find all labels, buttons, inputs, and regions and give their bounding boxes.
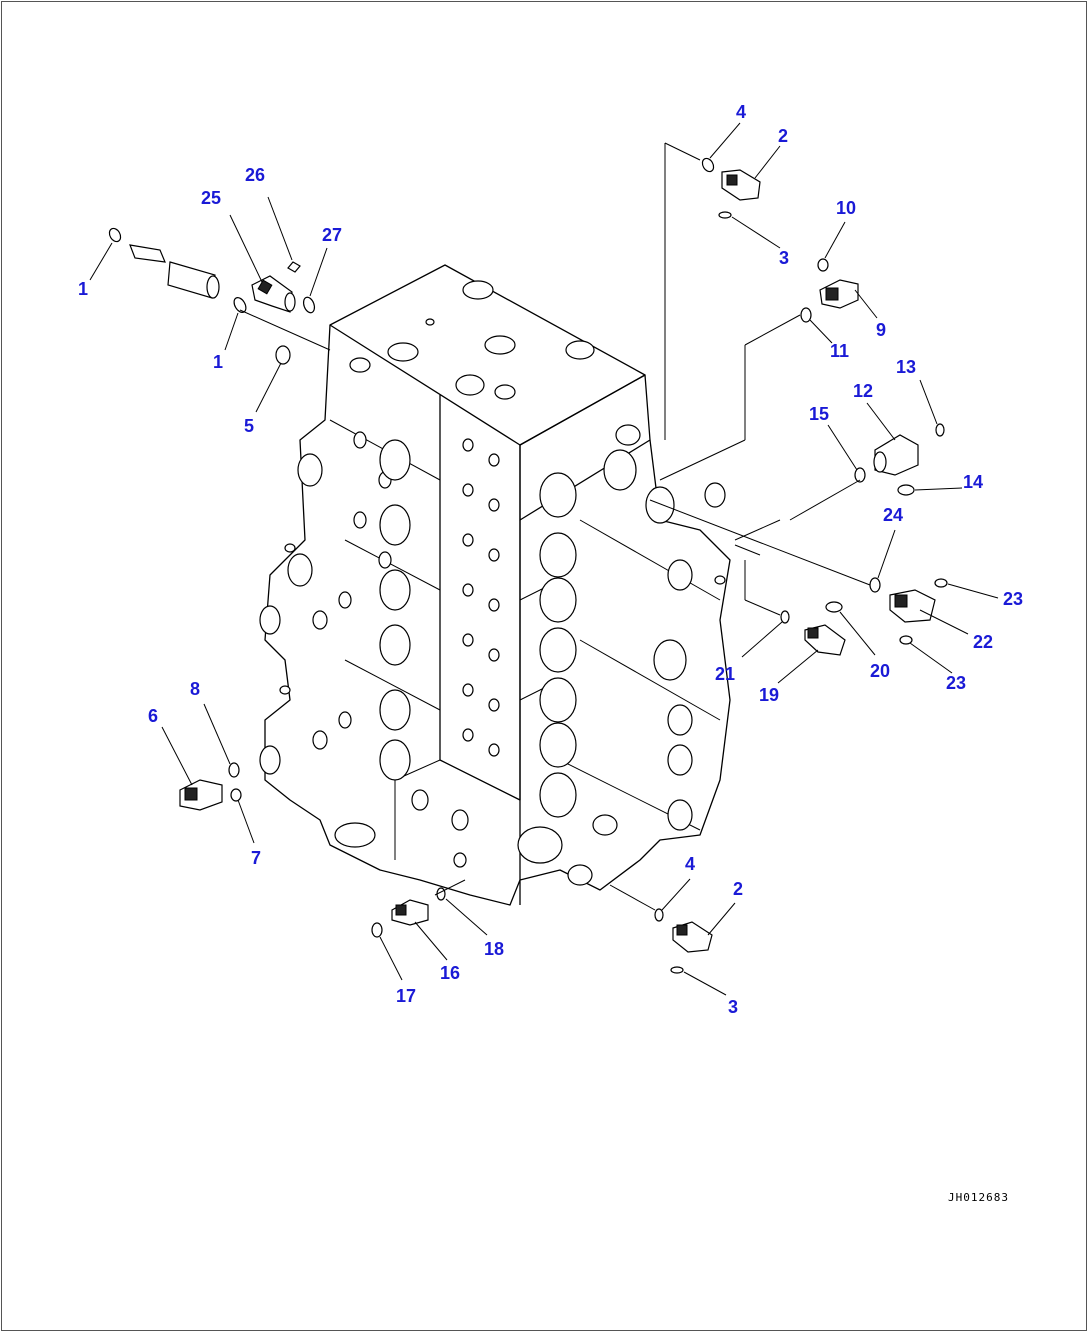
oring-3-top — [718, 211, 732, 219]
callout-2a: 2 — [778, 126, 788, 146]
oring-7 — [230, 788, 242, 802]
callout-20: 20 — [870, 661, 890, 681]
callout-1b: 1 — [213, 352, 223, 372]
left-spool-caps — [259, 439, 411, 848]
oring-14 — [897, 484, 915, 496]
connector-9 — [819, 279, 859, 309]
callout-1a: 1 — [78, 279, 88, 299]
right-spool-caps — [517, 424, 726, 886]
loose-parts — [108, 157, 948, 974]
oring-11 — [800, 307, 812, 323]
callout-19: 19 — [759, 685, 779, 705]
connector-19 — [804, 624, 846, 656]
callout-18: 18 — [484, 939, 504, 959]
callout-9: 9 — [876, 320, 886, 340]
oring-20 — [825, 601, 843, 613]
callout-23a: 23 — [1003, 589, 1023, 609]
oring-27 — [302, 296, 316, 314]
callout-14: 14 — [963, 472, 983, 492]
connector-2-bottom — [672, 921, 713, 953]
callout-25: 25 — [201, 188, 221, 208]
callout-11: 11 — [830, 341, 849, 361]
oring-17 — [371, 922, 383, 938]
callout-6: 6 — [148, 706, 158, 726]
callout-21: 21 — [715, 664, 735, 684]
port-holes — [312, 431, 500, 868]
oring-24 — [869, 577, 881, 593]
connector-16 — [391, 899, 429, 926]
callout-5: 5 — [244, 416, 254, 436]
callout-26: 26 — [245, 165, 265, 185]
connector-25 — [251, 275, 296, 313]
plug-assembly-1 — [108, 227, 247, 313]
callout-leaders — [89, 122, 999, 996]
control-valve-body — [259, 264, 731, 906]
connector-2-top — [721, 169, 761, 201]
oring-23-bottom — [899, 635, 913, 645]
connector-12 — [873, 434, 919, 476]
connector-6 — [179, 779, 223, 811]
callout-17: 17 — [396, 986, 416, 1006]
oring-23-top — [934, 578, 948, 588]
callout-8: 8 — [190, 679, 200, 699]
callout-27: 27 — [322, 225, 342, 245]
callout-23b: 23 — [946, 673, 966, 693]
assembly-lines — [239, 142, 871, 911]
connector-22 — [889, 589, 936, 623]
callout-4b: 4 — [685, 854, 695, 874]
callout-22: 22 — [973, 632, 993, 652]
oring-15 — [854, 467, 866, 483]
oring-5 — [275, 345, 291, 365]
callout-3b: 3 — [728, 997, 738, 1017]
oring-10 — [817, 258, 829, 272]
callout-16: 16 — [440, 963, 460, 983]
callout-4a: 4 — [736, 102, 746, 122]
callout-13: 13 — [896, 357, 916, 377]
callout-7: 7 — [251, 848, 261, 868]
drawing-code: JH012683 — [948, 1191, 1009, 1204]
oring-4-top — [701, 157, 715, 173]
oring-4-bottom — [654, 908, 664, 922]
oring-18 — [436, 887, 446, 901]
callout-24: 24 — [883, 505, 903, 525]
callout-15: 15 — [809, 404, 829, 424]
oring-13 — [935, 423, 945, 437]
callout-10: 10 — [836, 198, 856, 218]
oring-3-bottom — [670, 966, 684, 974]
plate-26 — [287, 261, 301, 273]
callout-3a: 3 — [779, 248, 789, 268]
oring-8 — [228, 762, 240, 778]
callout-2b: 2 — [733, 879, 743, 899]
callout-labels: 1 1 2 2 3 3 4 4 5 6 7 8 9 10 11 12 13 14… — [78, 102, 1023, 1017]
callout-12: 12 — [853, 381, 873, 401]
oring-21 — [780, 610, 790, 624]
